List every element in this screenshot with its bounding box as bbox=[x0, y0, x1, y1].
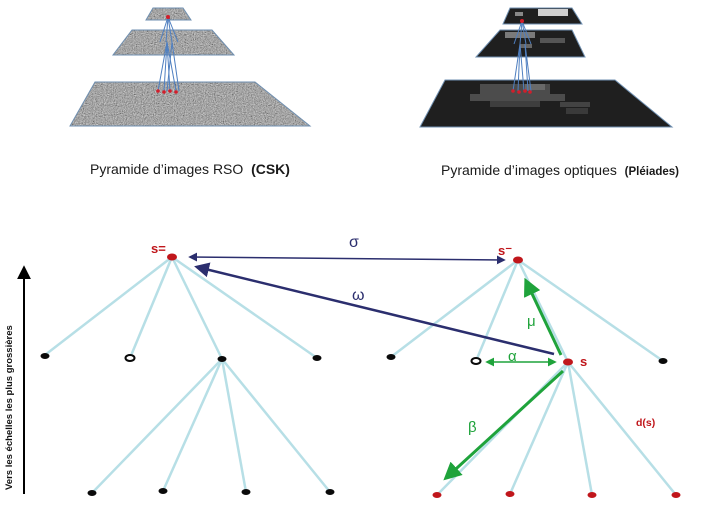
optical-top-point bbox=[520, 19, 524, 23]
rso-caption: Pyramide d’images RSO (CSK) bbox=[90, 161, 290, 177]
node-s-minus bbox=[513, 256, 523, 264]
label-s: s bbox=[580, 354, 588, 369]
rso-top-point bbox=[166, 15, 170, 19]
rso-connectors bbox=[157, 16, 180, 92]
tree-nodes bbox=[40, 253, 681, 498]
node bbox=[158, 488, 168, 494]
node bbox=[470, 357, 482, 365]
label-s-eq: s= bbox=[151, 241, 166, 256]
node-leaf-red bbox=[587, 492, 597, 498]
node-s-eq bbox=[167, 253, 177, 261]
tree-edges bbox=[44, 255, 677, 496]
beta-arrow bbox=[443, 369, 565, 481]
node bbox=[124, 354, 136, 362]
node bbox=[658, 358, 668, 364]
label-beta: β bbox=[468, 419, 477, 436]
optical-caption: Pyramide d’images optiques (Pléiades) bbox=[441, 162, 679, 178]
mu-arrow bbox=[524, 277, 563, 356]
node-leaf-red bbox=[671, 492, 681, 498]
node bbox=[312, 355, 322, 361]
node bbox=[40, 353, 50, 359]
node bbox=[386, 354, 396, 360]
node bbox=[241, 489, 251, 495]
omega-arrow bbox=[194, 262, 555, 356]
optical-layer-top bbox=[502, 7, 583, 25]
optical-layer-bottom bbox=[419, 79, 674, 128]
label-mu: μ bbox=[527, 313, 536, 330]
label-alpha: α bbox=[508, 348, 517, 365]
node bbox=[87, 490, 97, 496]
node-leaf-red bbox=[432, 492, 442, 498]
optical-bottom-points bbox=[511, 89, 532, 94]
label-omega: ω bbox=[352, 287, 365, 304]
rso-caption-sensor: (CSK) bbox=[251, 161, 290, 177]
node-s bbox=[563, 358, 573, 366]
rso-bottom-points bbox=[156, 89, 178, 94]
rso-caption-text: Pyramide d’images RSO bbox=[90, 161, 244, 177]
optical-caption-text: Pyramide d’images optiques bbox=[441, 162, 617, 178]
node-leaf-red bbox=[505, 491, 515, 497]
axis-label: Vers les échelles les plus grossières bbox=[4, 325, 15, 490]
optical-caption-sensor: (Pléiades) bbox=[624, 166, 679, 178]
rso-layer-top bbox=[145, 7, 192, 21]
rso-layer-bottom bbox=[69, 81, 312, 127]
label-sigma: σ bbox=[349, 234, 359, 251]
node bbox=[325, 489, 335, 495]
optical-connectors bbox=[512, 20, 532, 92]
label-s-minus: s⁻ bbox=[498, 243, 513, 258]
label-d-s: d(s) bbox=[636, 417, 656, 429]
node bbox=[217, 356, 227, 362]
sigma-arrow bbox=[188, 252, 506, 265]
optical-pyramid bbox=[419, 7, 674, 128]
rso-pyramid bbox=[69, 7, 312, 127]
